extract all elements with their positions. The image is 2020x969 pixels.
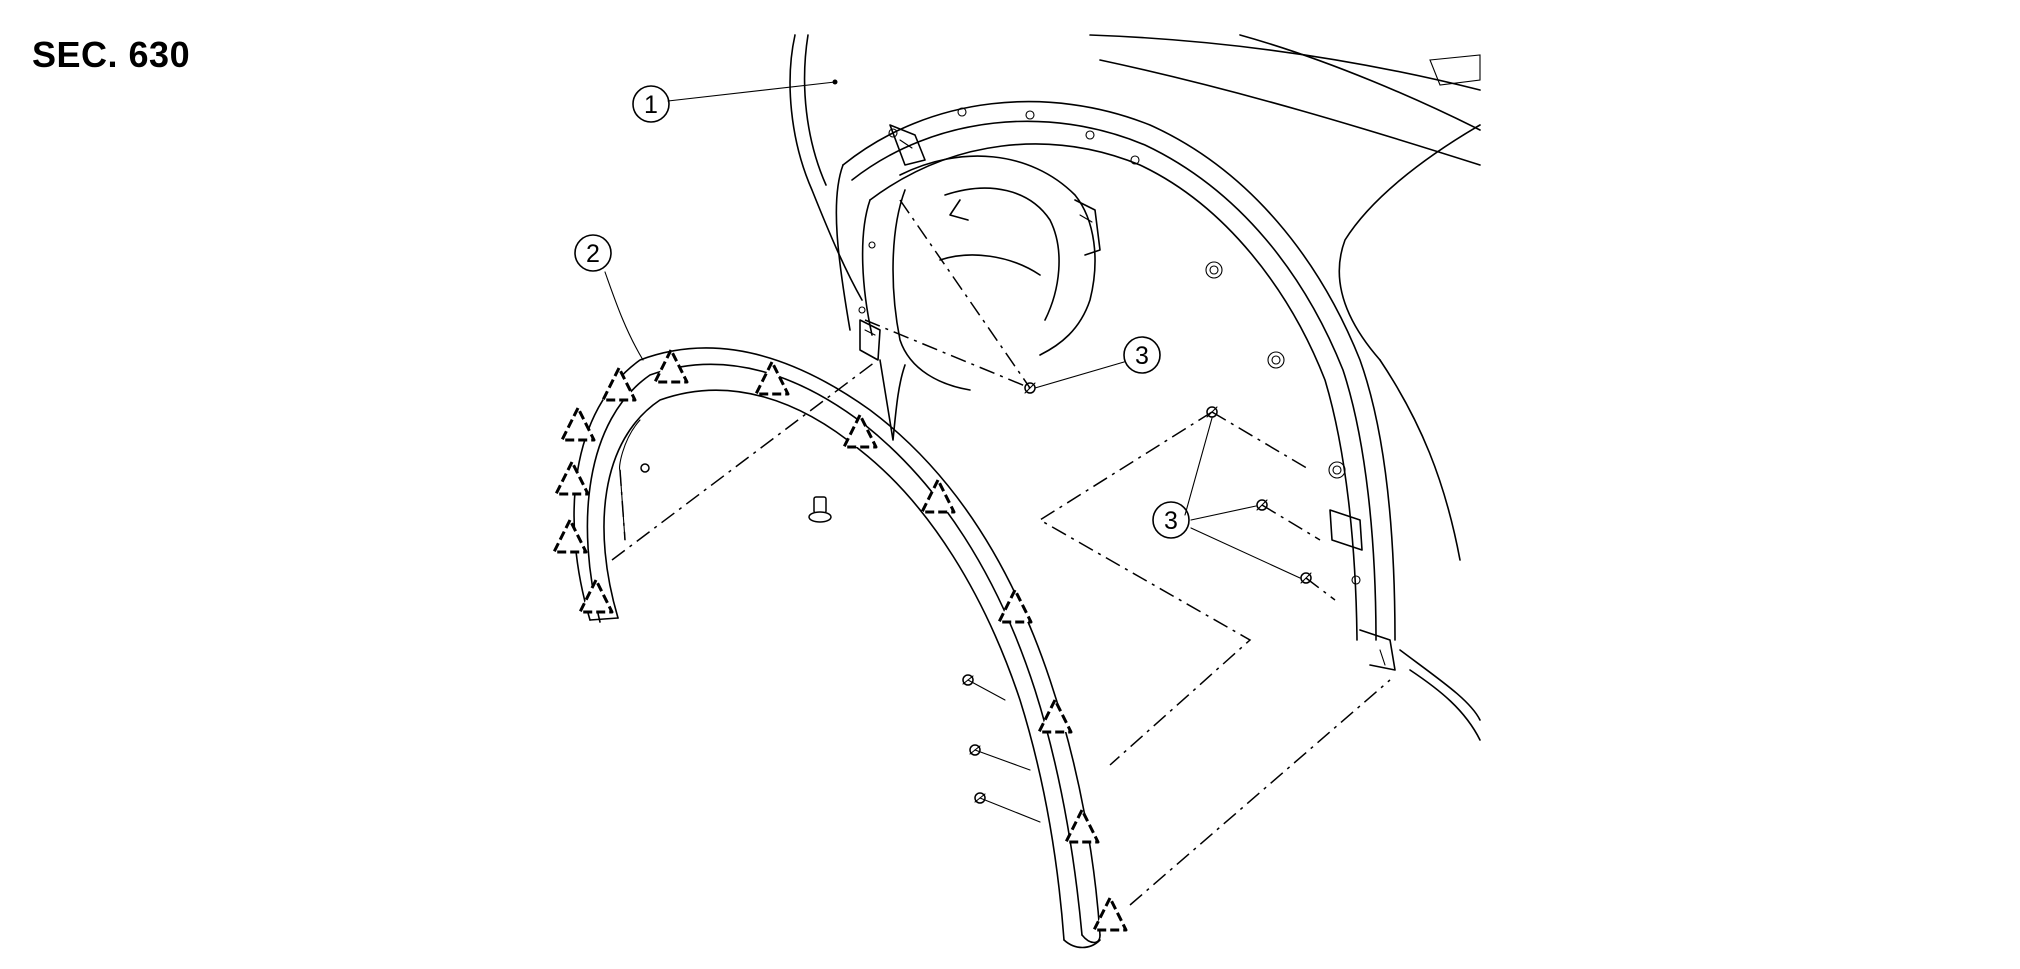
clip-icon [653,348,689,384]
clip-icon [560,406,596,442]
clip-icon [552,518,588,554]
clip-icon [578,578,614,614]
callout-3b: 3 [1152,417,1301,579]
section-label: SEC. 630 [32,34,191,75]
svg-text:3: 3 [1135,342,1149,370]
arch-flange-holes [858,107,1361,585]
fasteners [640,382,1312,804]
molding-clips [552,348,1128,932]
callout-3a: 3 [1034,336,1161,389]
svg-text:1: 1 [644,91,658,119]
clip-icon [754,360,790,396]
clip-icon [601,366,637,402]
push-clip-icon [808,496,832,523]
body-panel [789,34,1481,741]
svg-text:3: 3 [1164,507,1178,535]
clip-icon [997,588,1033,624]
callout-2: 2 [574,234,644,361]
callout-1: 1 [632,79,838,123]
clip-icon [554,460,590,496]
alignment-lines [611,199,1391,906]
fender-molding [573,347,1101,949]
clip-icon [1037,698,1073,734]
svg-text:2: 2 [586,240,600,268]
clip-icon [920,478,956,514]
clip-icon [1064,808,1100,844]
screw-icon [640,463,650,473]
clip-icon [842,413,878,449]
clip-icon [1092,896,1128,932]
